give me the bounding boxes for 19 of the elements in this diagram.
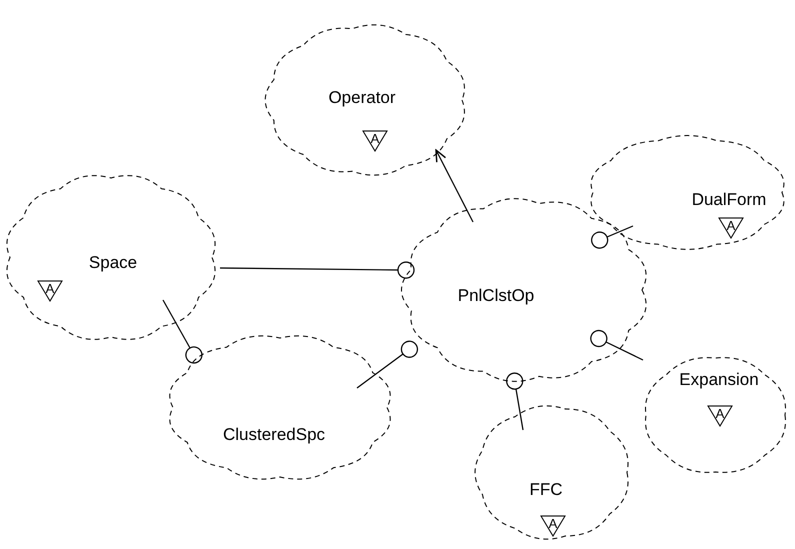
- connector-line: [506, 372, 524, 430]
- abstract-adornment: A: [718, 217, 744, 239]
- connector-line: [356, 340, 418, 388]
- class-name: DualForm: [692, 190, 766, 210]
- class-name: Operator: [328, 88, 396, 108]
- abstract-adornment: A: [707, 405, 733, 427]
- connector-line: [591, 225, 634, 249]
- connector-line: [590, 330, 644, 361]
- abstract-adornment: A: [362, 130, 388, 152]
- arrow: [435, 149, 474, 222]
- class-name: ClusteredSpc: [222, 425, 326, 445]
- abstract-adornment: A: [37, 280, 63, 302]
- connector-line: [220, 262, 415, 279]
- connector-line: [162, 300, 203, 364]
- class-name: PnlClstOp: [458, 286, 534, 306]
- class-name: Space: [88, 253, 138, 273]
- class-name: Expansion: [679, 370, 759, 390]
- abstract-adornment: A: [540, 515, 566, 537]
- class-name: FFC: [529, 480, 563, 500]
